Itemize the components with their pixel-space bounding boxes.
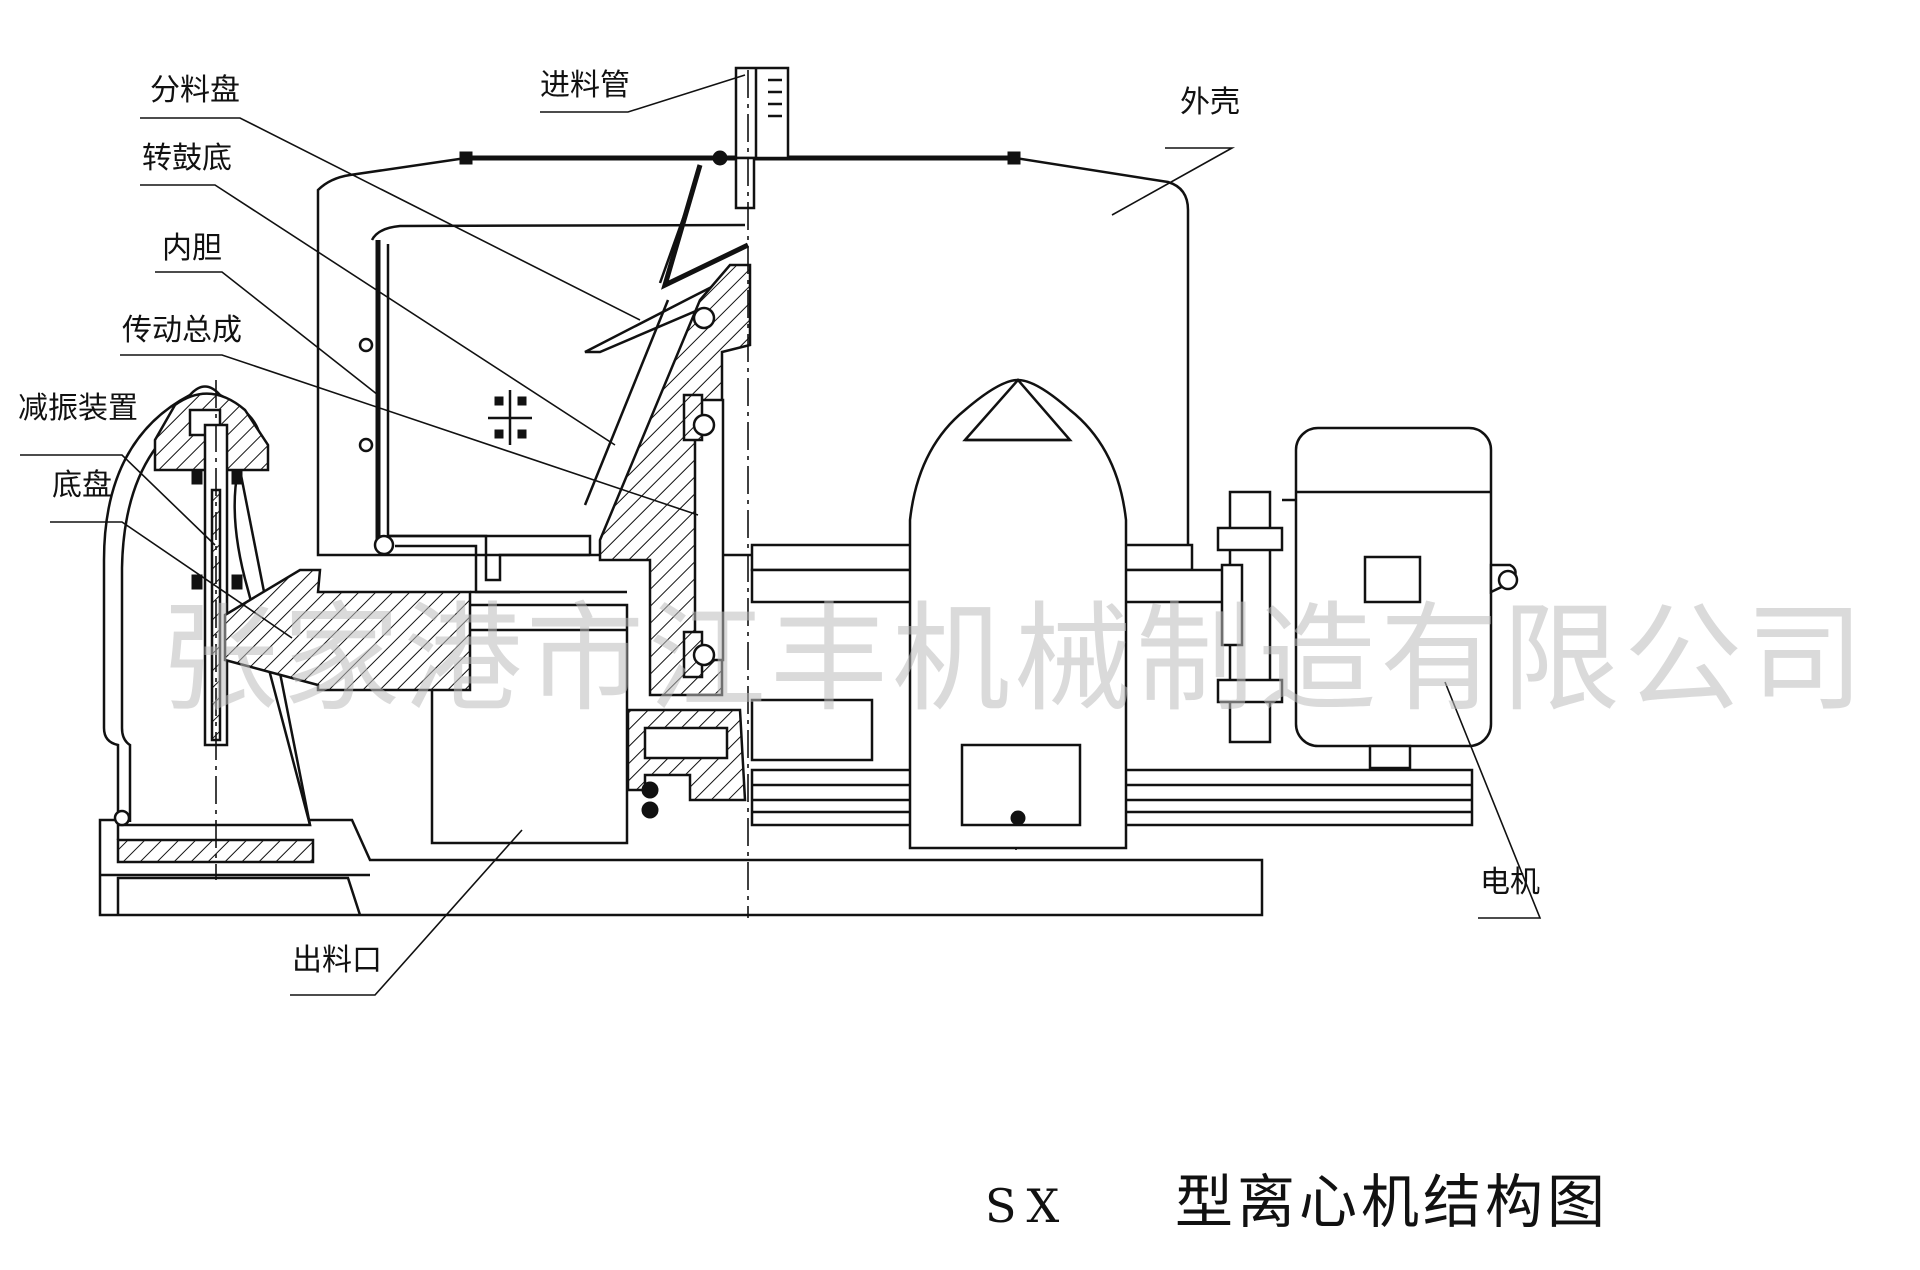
caption-model: SX <box>985 1179 1069 1233</box>
caption-title: 型离心机结构图 <box>1175 1168 1609 1236</box>
label-drum-bottom: 转鼓底 <box>142 141 232 176</box>
label-feed-pipe: 进料管 <box>540 68 630 103</box>
diagram-caption: SX 型离心机结构图 <box>985 1168 1609 1236</box>
leader-lines <box>20 74 1542 996</box>
damping-pillar <box>102 380 312 880</box>
label-damping-device: 减振装置 <box>18 391 138 426</box>
label-outer-shell: 外壳 <box>1180 85 1240 120</box>
center-housing <box>908 378 1128 850</box>
transmission-drawing <box>223 263 752 845</box>
motor-drawing <box>1216 426 1519 770</box>
label-inner-drum: 内胆 <box>162 231 222 266</box>
base-plate-drawing <box>98 818 1264 917</box>
part-labels: 进料管 分料盘 转鼓底 外壳 内胆 传动总成 减振装置 底盘 出料口 电机 <box>18 68 1540 978</box>
watermark-text: 张家港市江丰机械制造有限公司 <box>160 590 1868 728</box>
feed-pipe-drawing <box>658 66 790 290</box>
label-base-plate: 底盘 <box>52 468 112 503</box>
label-transmission-assembly: 传动总成 <box>122 313 242 348</box>
label-discharge-port: 出料口 <box>292 943 382 978</box>
label-motor: 电机 <box>1480 865 1540 900</box>
label-distribution-plate: 分料盘 <box>150 73 240 108</box>
